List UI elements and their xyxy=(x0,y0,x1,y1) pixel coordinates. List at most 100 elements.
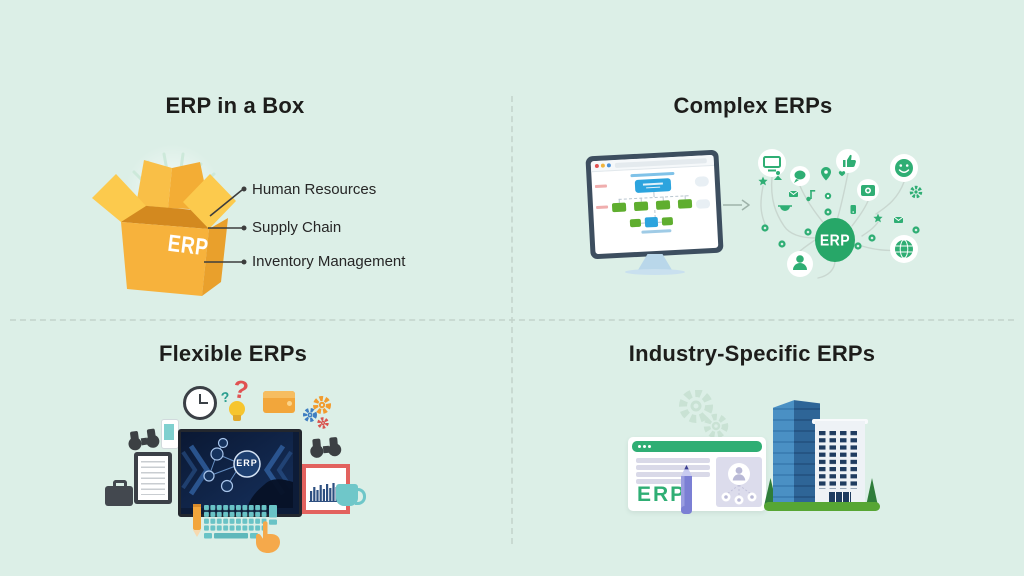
browser-dot xyxy=(638,445,641,448)
question-mark-icon: ? xyxy=(219,388,231,406)
flowchart-monitor xyxy=(585,149,724,260)
network-connector-lines xyxy=(760,172,905,279)
camera-icon xyxy=(857,179,879,201)
screen-erp-label: ERP xyxy=(236,458,258,468)
heart-icon xyxy=(838,171,846,177)
flowchart-node xyxy=(629,218,642,228)
wallet-icon xyxy=(263,391,295,413)
browser-dot-blue xyxy=(606,163,611,168)
arrow-right-icon xyxy=(723,199,750,211)
gears-icon xyxy=(303,396,331,429)
globe-icon xyxy=(890,235,918,263)
flowchart-node xyxy=(633,201,649,212)
hand-cursor-icon xyxy=(256,521,280,553)
erp-browser-card: ERP xyxy=(628,437,766,511)
aperture-icon xyxy=(824,192,832,200)
screen-network-nodes xyxy=(203,437,261,493)
phone-icon xyxy=(850,205,856,214)
flowchart-title-bar xyxy=(630,171,675,178)
flowchart-node xyxy=(611,202,627,213)
flowchart-side-label xyxy=(596,205,609,209)
grass-strip xyxy=(764,502,880,511)
star-icon xyxy=(873,213,883,223)
browser-address-bar xyxy=(614,158,707,168)
flowchart-root-node xyxy=(634,178,672,193)
content-line xyxy=(636,479,692,484)
flowchart-caption-bar xyxy=(641,229,672,234)
team-structure-icon xyxy=(721,463,757,505)
node-dot-icon xyxy=(804,228,812,236)
hand-silhouette xyxy=(247,479,293,508)
binoculars-icon xyxy=(309,436,343,459)
location-pin-icon xyxy=(821,167,831,181)
pencil-icon xyxy=(193,504,201,537)
browser-dot-yellow xyxy=(600,163,605,168)
content-line xyxy=(636,465,710,470)
node-dot-icon xyxy=(824,208,832,216)
pale-gears-icon xyxy=(679,390,729,439)
browser-chrome-bar xyxy=(590,154,715,173)
node-dot-icon xyxy=(854,242,862,250)
content-line xyxy=(636,458,710,463)
lightbulb-icon xyxy=(229,401,245,421)
binoculars-icon xyxy=(127,428,161,452)
mail-icon xyxy=(788,190,799,197)
open-box-illustration xyxy=(92,144,236,296)
flowchart-side-label xyxy=(594,184,608,188)
title-flexible-erps: Flexible ERPs xyxy=(158,341,308,366)
box-callout-lines xyxy=(204,186,247,265)
keyboard-icon xyxy=(204,505,277,539)
purple-pencil-icon xyxy=(681,465,692,514)
clipboard-icon xyxy=(134,452,172,504)
node-dot-icon xyxy=(912,226,920,234)
content-line xyxy=(636,472,710,477)
mail-icon xyxy=(893,216,904,223)
flowchart-node xyxy=(677,199,693,209)
box-item-human-resources: Human Resources xyxy=(252,181,377,198)
flowchart-monitor-screen xyxy=(590,154,719,255)
monitor-base xyxy=(625,269,685,275)
bowl-icon xyxy=(778,205,792,211)
team-panel xyxy=(716,457,762,507)
clock-icon xyxy=(183,386,217,420)
person-small-icon xyxy=(774,171,782,180)
flowchart-node xyxy=(661,217,674,226)
monitor-icon xyxy=(758,149,786,177)
monitor-stand xyxy=(638,254,672,270)
title-complex-erps: Complex ERPs xyxy=(673,93,833,118)
music-note-icon xyxy=(806,190,816,202)
box-item-inventory-management: Inventory Management xyxy=(252,253,406,270)
mug-icon xyxy=(336,484,366,506)
glass-tower-building xyxy=(773,400,820,509)
smartphone-icon xyxy=(161,419,179,449)
title-erp-in-a-box: ERP in a Box xyxy=(165,93,305,118)
briefcase-icon xyxy=(105,480,133,506)
browser-header-bar xyxy=(632,441,762,452)
node-dot-icon xyxy=(761,224,769,232)
browser-erp-label: ERP xyxy=(637,483,687,506)
horizontal-divider xyxy=(10,319,1014,321)
flowchart-node xyxy=(644,216,659,228)
flowchart-faded-node xyxy=(695,199,711,209)
open-box-icon xyxy=(92,160,236,296)
person-icon xyxy=(787,251,813,277)
flowchart-node xyxy=(655,200,671,210)
smiley-icon xyxy=(890,154,918,182)
node-dot-icon xyxy=(778,240,786,248)
erp-hub-badge: ERP xyxy=(815,218,855,262)
building-windows xyxy=(819,431,857,489)
browser-dot-red xyxy=(594,163,600,169)
browser-dot xyxy=(648,445,651,448)
gear-icon xyxy=(909,185,923,199)
title-industry-specific-erps: Industry-Specific ERPs xyxy=(628,341,876,366)
node-dot-icon xyxy=(868,234,876,242)
box-item-supply-chain: Supply Chain xyxy=(252,219,342,236)
thumbs-up-icon xyxy=(836,149,860,173)
erp-screen-graphic xyxy=(181,432,293,508)
erp-network-illustration xyxy=(758,149,923,279)
flowchart-faded-node xyxy=(694,176,710,187)
star-icon xyxy=(758,176,768,186)
browser-dot xyxy=(643,445,646,448)
erp-screen-monitor xyxy=(178,429,302,517)
